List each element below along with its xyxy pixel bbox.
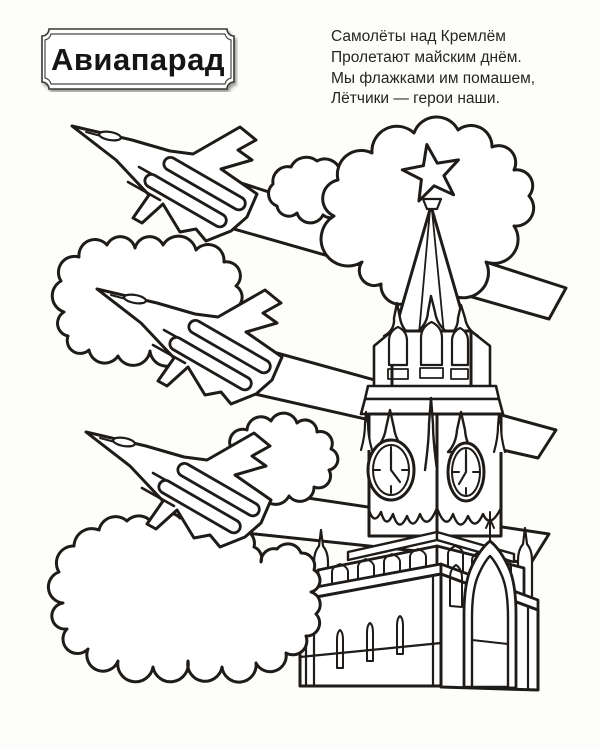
poem-line: Мы флажками им помашем, bbox=[331, 69, 536, 87]
title-plaque: Авиапарад bbox=[38, 26, 238, 92]
scallop-fringe bbox=[367, 506, 503, 526]
parapet-niche bbox=[357, 558, 375, 588]
kremlin-star-icon bbox=[400, 143, 460, 211]
poem-line: Лётчики — герои наши. bbox=[331, 90, 500, 108]
gate-spike bbox=[485, 511, 495, 542]
parapet-niche bbox=[331, 563, 349, 593]
belfry-window bbox=[387, 325, 409, 367]
slit-window bbox=[336, 629, 344, 669]
parapet-niche bbox=[383, 553, 401, 583]
poem-line: Пролетают майским днём. bbox=[331, 48, 522, 66]
clock-front bbox=[366, 438, 416, 502]
clock-hands bbox=[389, 450, 402, 484]
cloud-bottom-large bbox=[46, 509, 322, 684]
kokoshnik-spike bbox=[359, 410, 374, 452]
parapet-niche bbox=[447, 545, 464, 577]
belfry-window bbox=[450, 326, 470, 367]
kokoshnik-spike-center bbox=[423, 396, 439, 472]
poem: Самолёты над Кремлём Пролетают майским д… bbox=[331, 27, 591, 110]
cloud-front bbox=[46, 509, 322, 684]
slit-window bbox=[396, 615, 404, 655]
plaque-frame bbox=[41, 28, 235, 90]
poem-line: Самолёты над Кремлём bbox=[331, 28, 506, 45]
page-title: Авиапарад bbox=[50, 41, 226, 77]
tower-belfry bbox=[359, 294, 505, 416]
clock-side bbox=[446, 441, 486, 503]
tower-clock-level bbox=[346, 396, 516, 564]
belfry-window bbox=[419, 320, 444, 367]
gate-side-niche bbox=[449, 564, 463, 608]
jet-1 bbox=[70, 124, 259, 243]
parapet-niche bbox=[409, 548, 427, 578]
slit-window bbox=[366, 622, 374, 662]
clock-hands bbox=[457, 452, 468, 486]
kokoshnik-spike bbox=[492, 412, 507, 454]
tower-gate bbox=[462, 511, 518, 690]
tower-base bbox=[298, 511, 540, 692]
